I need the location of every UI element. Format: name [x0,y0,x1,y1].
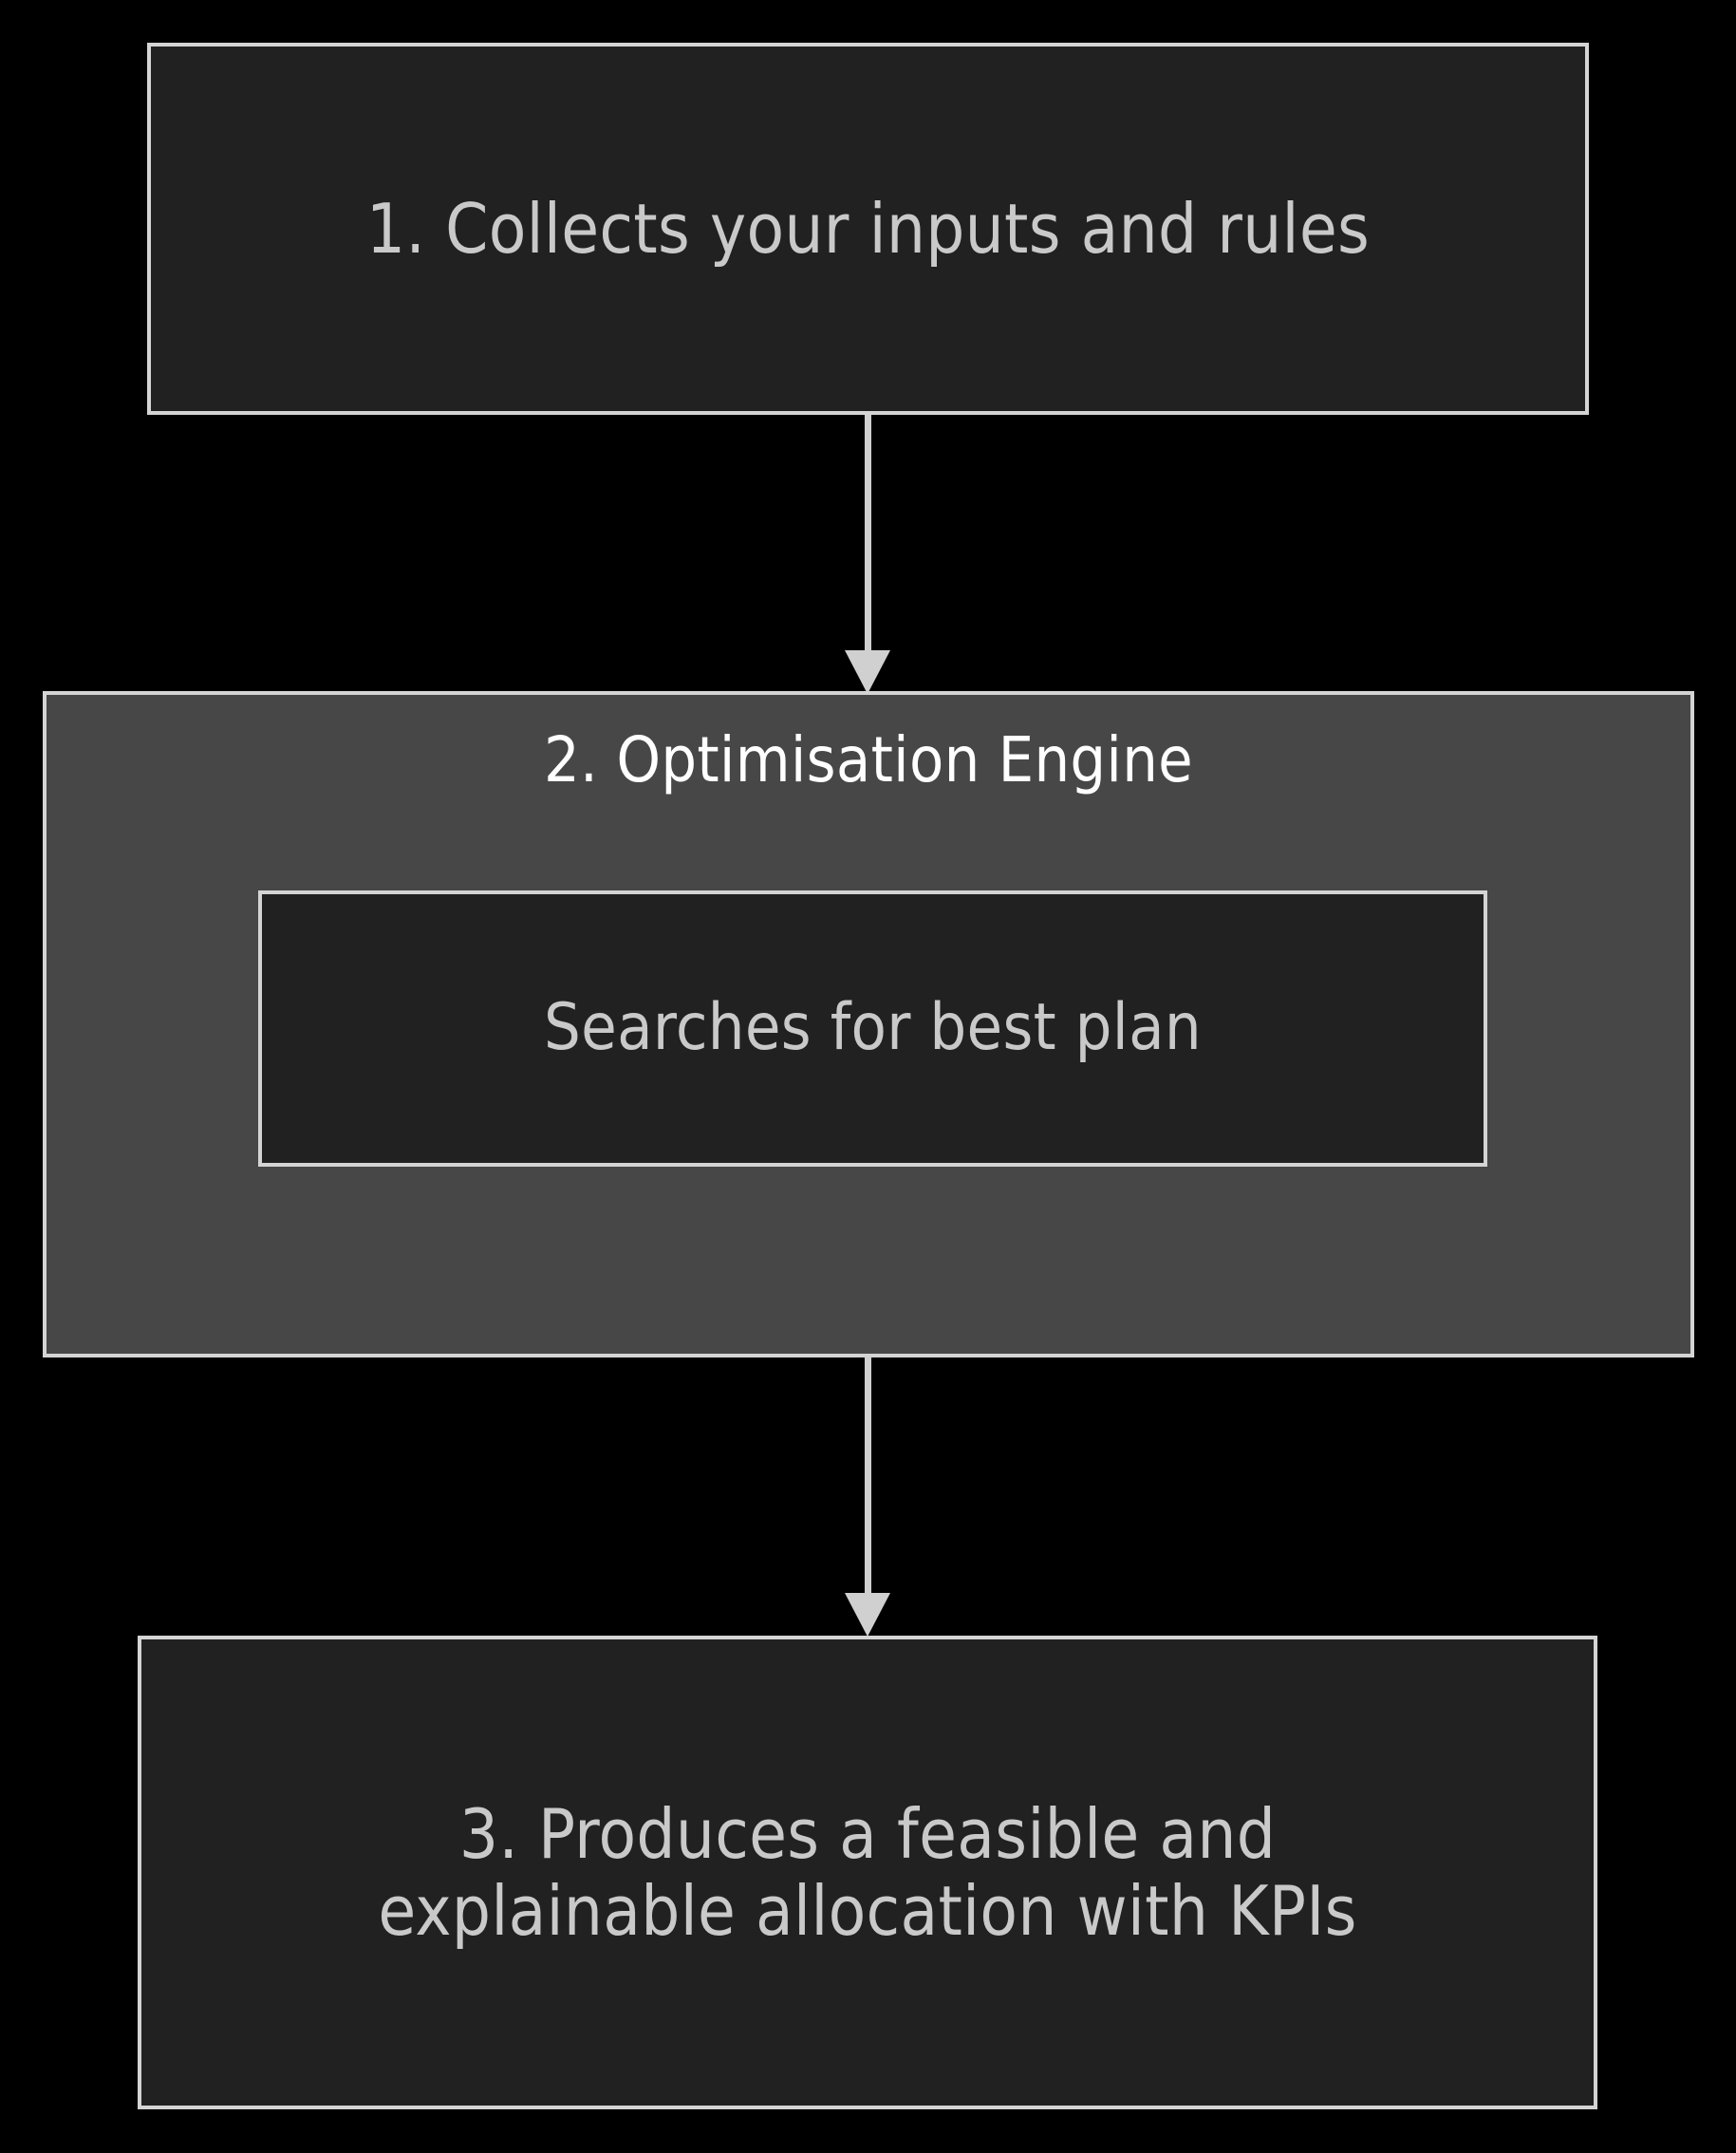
node-optimisation-engine[interactable]: 2. Optimisation Engine Searches for best… [43,691,1694,1357]
edge-collect-to-engine-stem [865,415,871,654]
node-produces-allocation[interactable]: 3. Produces a feasible and explainable a… [138,1636,1597,2109]
node-collects-inputs-label: 1. Collects your inputs and rules [365,188,1371,269]
edge-engine-to-output-stem [865,1357,871,1597]
arrowhead-down-icon [845,1593,890,1637]
node-searches-for-best-plan[interactable]: Searches for best plan [258,890,1487,1167]
edge-collect-to-engine [845,415,910,695]
arrowhead-down-icon [845,650,890,694]
node-collects-inputs[interactable]: 1. Collects your inputs and rules [147,43,1589,415]
edge-engine-to-output [845,1357,910,1637]
node-optimisation-engine-label: 2. Optimisation Engine [543,723,1194,796]
node-produces-allocation-label: 3. Produces a feasible and explainable a… [378,1793,1357,1951]
node-searches-for-best-plan-label: Searches for best plan [544,990,1202,1066]
